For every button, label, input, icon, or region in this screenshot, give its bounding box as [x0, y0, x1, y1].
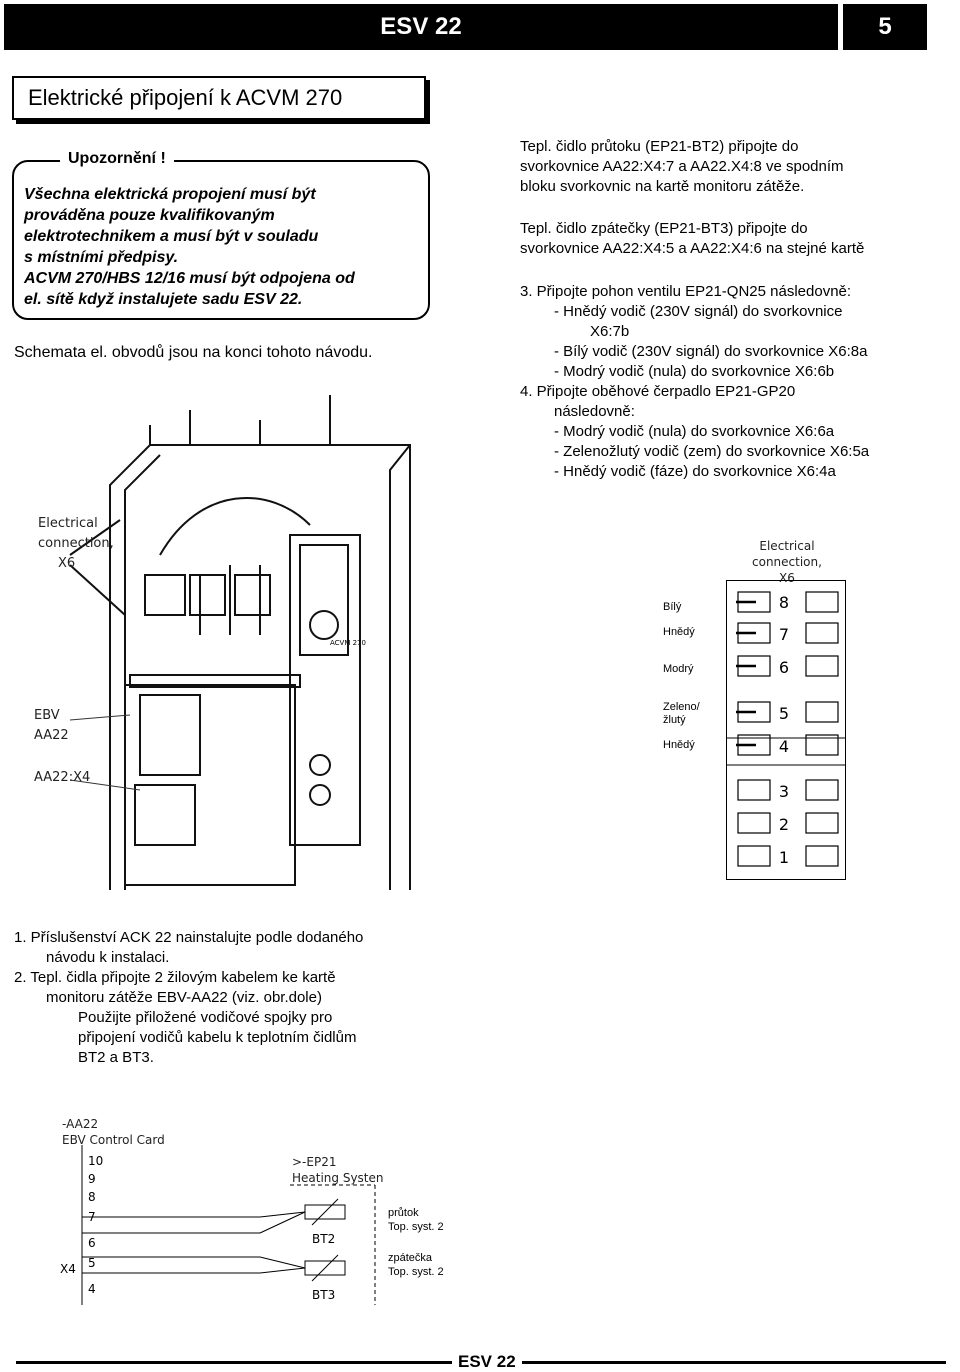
- pin-7: 7: [88, 1210, 96, 1224]
- terminal-2: 2: [779, 815, 789, 834]
- acvm-label: ACVM 270: [330, 639, 366, 647]
- terminal-6: 6: [779, 658, 789, 677]
- header-title: ESV 22: [4, 4, 838, 50]
- paragraph-bt3: Tepl. čidlo zpátečky (EP21-BT3) připojte…: [520, 220, 865, 257]
- pin-4: 4: [88, 1282, 96, 1296]
- warning-box: [12, 160, 430, 320]
- wire-bily: Bílý: [663, 601, 682, 613]
- terminal-7: 7: [779, 625, 789, 644]
- wiring-schematic: 10 9 8 7 6 5 4 X4 BT2 BT3: [60, 1145, 376, 1305]
- wire-modry: Modrý: [663, 663, 694, 675]
- section-title: Elektrické připojení k ACVM 270: [12, 76, 426, 120]
- unit-diagram: ACVM 270: [69, 395, 411, 890]
- bt2-label: BT2: [312, 1232, 335, 1246]
- ebv-card-label: EBV Control Card: [62, 1133, 165, 1147]
- steps-1-2: 1. Příslušenství ACK 22 nainstalujte pod…: [14, 929, 364, 1066]
- pin-6: 6: [88, 1236, 96, 1250]
- electrical-connection-label: Electrical connection, X6: [38, 516, 114, 571]
- footer-title: ESV 22: [452, 1352, 522, 1372]
- step-3: 3. Připojte pohon ventilu EP21-QN25 násl…: [520, 283, 870, 480]
- terminal-1: 1: [779, 848, 789, 867]
- aa22x4-label: AA22:X4: [34, 770, 91, 785]
- terminal-3: 3: [779, 782, 789, 801]
- heating-system-label: Heating Systen: [292, 1171, 384, 1185]
- bt3-label: BT3: [312, 1288, 335, 1302]
- aa22-label: -AA22: [62, 1117, 99, 1131]
- ebv-aa22-label: EBV AA22: [34, 708, 69, 743]
- paragraph-bt2: Tepl. čidlo průtoku (EP21-BT2) připojte …: [520, 138, 844, 195]
- pin-5: 5: [88, 1256, 96, 1270]
- x4-label: X4: [60, 1262, 76, 1276]
- pin-9: 9: [88, 1172, 96, 1186]
- terminal-5: 5: [779, 704, 789, 723]
- pin-10: 10: [88, 1154, 103, 1168]
- page-number: 5: [843, 4, 927, 50]
- wire-hnedy-1: Hnědý: [663, 626, 695, 638]
- ep21-label: >-EP21: [292, 1155, 337, 1169]
- schematics-note: Schemata el. obvodů jsou na konci tohoto…: [14, 344, 373, 361]
- warning-title: Upozornění !: [60, 150, 174, 168]
- terminal-4: 4: [779, 737, 789, 756]
- wire-hnedy-2: Hnědý: [663, 739, 695, 751]
- warning-text: Všechna elektrická propojení musí být pr…: [24, 186, 355, 308]
- wire-zelenozluty: Zeleno/žlutý: [663, 701, 700, 726]
- pin-8: 8: [88, 1190, 96, 1204]
- terminal-8: 8: [779, 593, 789, 612]
- terminal-block: 8 7 6 5 4 3 2 1: [726, 580, 846, 880]
